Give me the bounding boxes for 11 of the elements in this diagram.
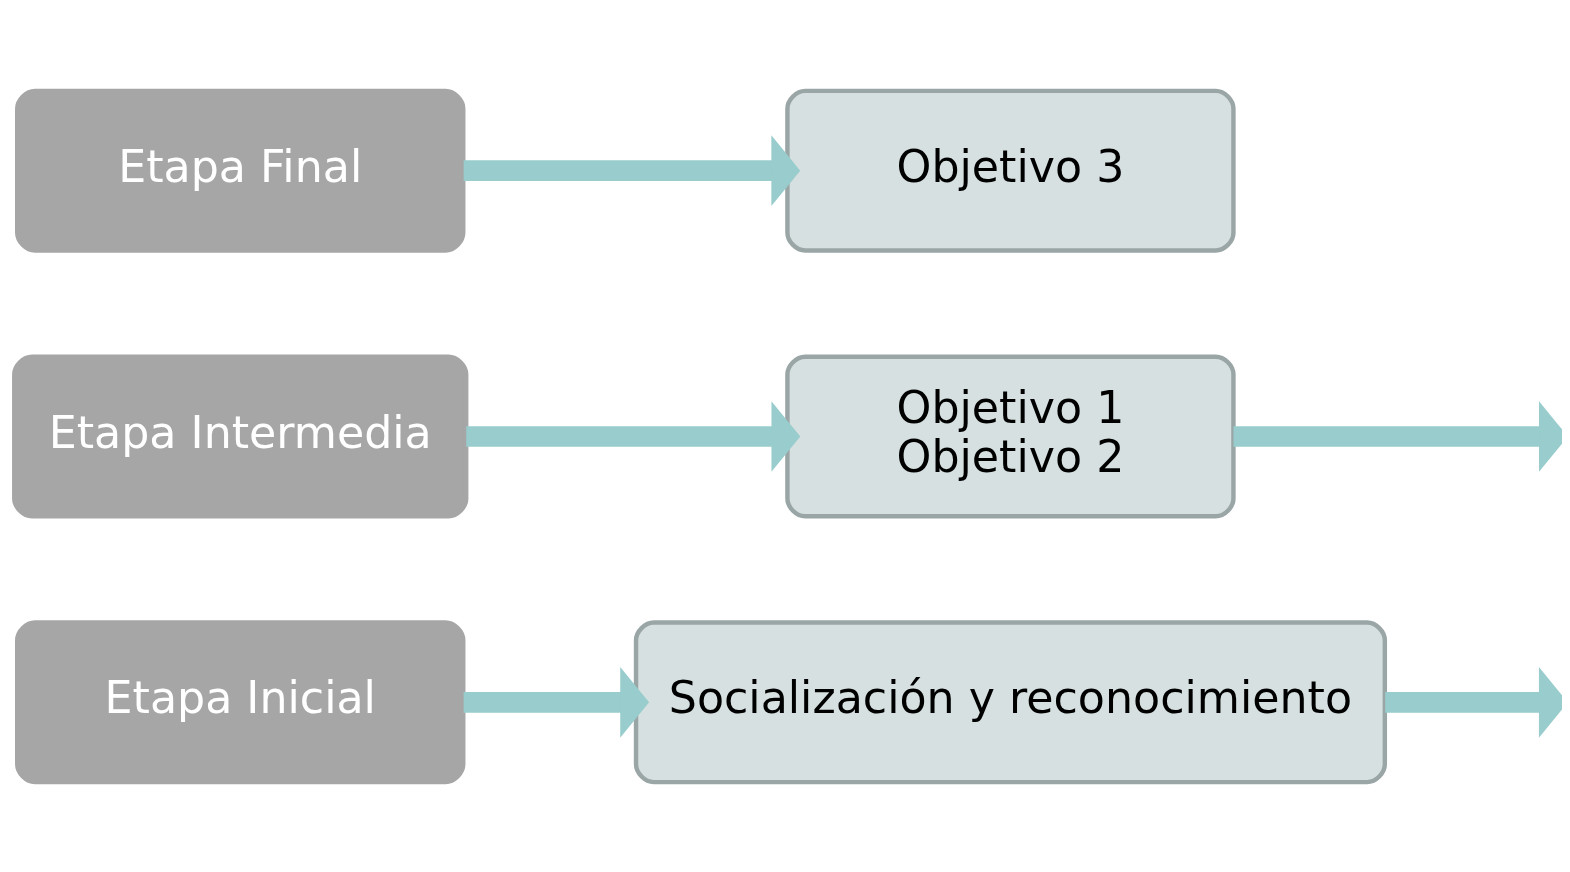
node-box: Etapa Final <box>15 88 466 253</box>
node-box: Etapa Inicial <box>15 619 466 784</box>
node-box: Socialización y reconocimiento <box>633 619 1388 784</box>
arrow <box>466 400 801 472</box>
node-box: Objetivo 3 <box>785 88 1236 253</box>
arrow <box>1385 666 1562 738</box>
arrow <box>1233 400 1562 472</box>
arrow <box>463 666 650 738</box>
node-box: Objetivo 1 Objetivo 2 <box>785 354 1236 518</box>
arrow <box>463 134 801 206</box>
node-box: Etapa Intermedia <box>12 354 469 518</box>
